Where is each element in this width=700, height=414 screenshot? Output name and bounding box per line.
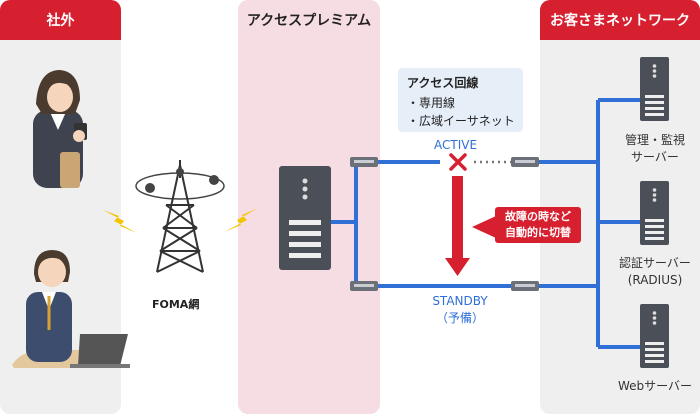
server-label-line: (RADIUS) — [627, 273, 683, 287]
laptop-user-icon — [12, 250, 130, 368]
management-server-icon — [640, 57, 669, 121]
network-switch-icon — [511, 157, 539, 167]
network-switch-icon — [350, 157, 378, 167]
failover-callout: 故障の時など 自動的に切替 — [495, 207, 581, 243]
callout-pointer — [472, 216, 496, 238]
management-server-label: 管理・監視 サーバー — [610, 132, 700, 166]
callout-line: 故障の時など — [505, 210, 571, 223]
network-links — [331, 98, 640, 349]
foma-network-label: FOMA網 — [152, 298, 200, 311]
server-label-line: 管理・監視 — [624, 133, 685, 147]
auth-server-icon — [640, 181, 669, 245]
web-server-label: Webサーバー — [610, 378, 700, 395]
access-line-item: ・広域イーサネット — [407, 114, 515, 128]
server-label-line: サーバー — [631, 150, 679, 164]
link-failure-icon — [449, 153, 467, 171]
mobile-user-icon — [33, 70, 87, 188]
network-switch-icon — [350, 281, 378, 291]
wireless-signal-icon — [224, 208, 258, 232]
standby-sub-label: （予備） — [435, 311, 484, 325]
access-line-title: アクセス回線 — [407, 76, 479, 90]
external-panel-title: 社外 — [0, 0, 121, 40]
customer-network-panel: お客さまネットワーク — [540, 0, 700, 414]
access-line-item: ・専用線 — [407, 96, 456, 110]
callout-line: 自動的に切替 — [505, 226, 571, 239]
access-premium-panel-title: アクセスプレミアム — [238, 0, 380, 40]
standby-label-group: STANDBY （予備） — [420, 293, 500, 327]
access-gateway-server-icon — [279, 166, 331, 270]
web-server-icon — [640, 304, 669, 368]
customer-network-panel-title: お客さまネットワーク — [540, 0, 700, 40]
active-label: ACTIVE — [434, 138, 478, 152]
failover-arrow-icon — [445, 176, 470, 276]
access-line-box: アクセス回線 ・専用線 ・広域イーサネット — [398, 68, 523, 132]
server-label-line: Webサーバー — [617, 379, 693, 393]
wireless-signal-icon — [103, 210, 137, 233]
standby-label: STANDBY — [432, 294, 488, 308]
network-switch-icon — [511, 281, 539, 291]
auth-server-label: 認証サーバー (RADIUS) — [610, 255, 700, 289]
server-label-line: 認証サーバー — [619, 256, 691, 270]
antenna-tower-icon — [135, 160, 225, 273]
